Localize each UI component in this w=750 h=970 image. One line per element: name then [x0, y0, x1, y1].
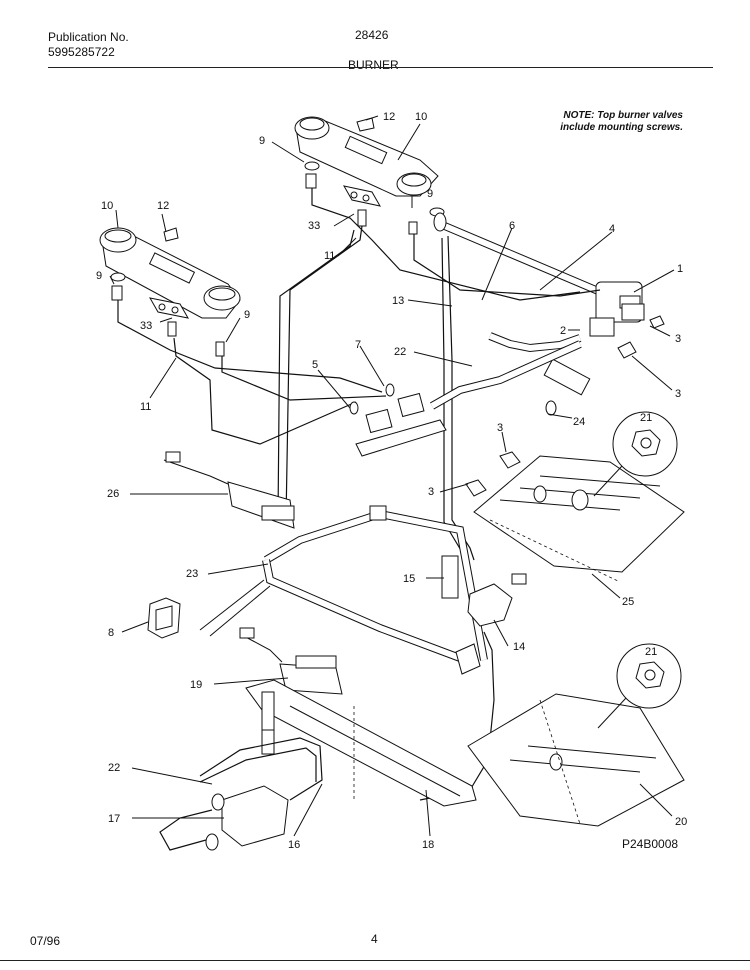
igniter-lower	[239, 627, 343, 695]
hardware-circle-upper	[593, 411, 678, 497]
note-line-2: include mounting screws.	[560, 122, 683, 133]
oven-burner-tube	[262, 505, 488, 675]
callout-10: 10	[415, 111, 427, 123]
leader-lines	[109, 115, 675, 837]
diagram-code: P24B0008	[622, 837, 678, 851]
callout-9: 9	[244, 309, 250, 321]
publication-number: 5995285722	[48, 45, 115, 59]
callout-4: 4	[609, 223, 615, 235]
callout-33: 33	[308, 220, 320, 232]
callout-18: 18	[422, 839, 434, 851]
page-number: 4	[371, 932, 378, 946]
igniter-upper	[163, 451, 295, 529]
upper-left-burner-assembly	[99, 227, 241, 319]
gas-tubes	[117, 188, 601, 561]
callout-9: 9	[259, 135, 265, 147]
header-rule	[48, 67, 713, 68]
callout-22: 22	[108, 762, 120, 774]
bracket-8	[147, 579, 271, 639]
callout-10: 10	[101, 200, 113, 212]
broil-burner	[245, 679, 477, 807]
callout-13: 13	[392, 295, 404, 307]
hardware-circle-lower	[597, 643, 682, 729]
callout-21: 21	[645, 646, 657, 658]
callout-1: 1	[677, 263, 683, 275]
callout-9: 9	[96, 270, 102, 282]
section-title: BURNER	[348, 58, 399, 72]
callout-2: 2	[560, 325, 566, 337]
upper-burner-shield	[473, 455, 685, 583]
callout-15: 15	[403, 573, 415, 585]
callout-25: 25	[622, 596, 634, 608]
model-number: 28426	[355, 28, 389, 42]
callout-24: 24	[573, 416, 585, 428]
callout-26: 26	[107, 488, 119, 500]
oven-valve-assembly	[349, 332, 582, 457]
callout-3: 3	[675, 333, 681, 345]
oven-valve	[159, 737, 323, 851]
callout-7: 7	[355, 339, 361, 351]
manifold-pipe	[433, 212, 643, 323]
callout-33: 33	[140, 320, 152, 332]
callout-16: 16	[288, 839, 300, 851]
footer-date: 07/96	[30, 934, 61, 948]
note-line-1: NOTE: Top burner valves	[563, 110, 683, 121]
callout-3: 3	[675, 388, 681, 400]
callout-14: 14	[513, 641, 525, 653]
callout-11: 11	[140, 401, 151, 413]
callout-17: 17	[108, 813, 120, 825]
upper-right-burner-assembly	[294, 116, 439, 207]
callout-3: 3	[428, 486, 434, 498]
callout-12: 12	[157, 200, 169, 212]
top-burner-valves	[543, 303, 665, 396]
callout-5: 5	[312, 359, 318, 371]
callout-21: 21	[640, 412, 652, 424]
lower-burner-shield	[467, 693, 685, 827]
callout-8: 8	[108, 627, 114, 639]
callout-3: 3	[497, 422, 503, 434]
publication-label: Publication No.	[48, 30, 129, 44]
callout-9: 9	[427, 188, 433, 200]
callout-22: 22	[394, 346, 406, 358]
footer-rule	[0, 960, 750, 961]
callout-numbers: 12 10 9 9 33 11 10 12 9 9 33 11 6 4 1 2 …	[96, 111, 687, 851]
callout-20: 20	[675, 816, 687, 828]
callout-12: 12	[383, 111, 395, 123]
callout-23: 23	[186, 568, 198, 580]
callout-6: 6	[509, 220, 515, 232]
callout-11: 11	[324, 250, 335, 262]
callout-19: 19	[190, 679, 202, 691]
spreader-clips	[465, 451, 521, 497]
